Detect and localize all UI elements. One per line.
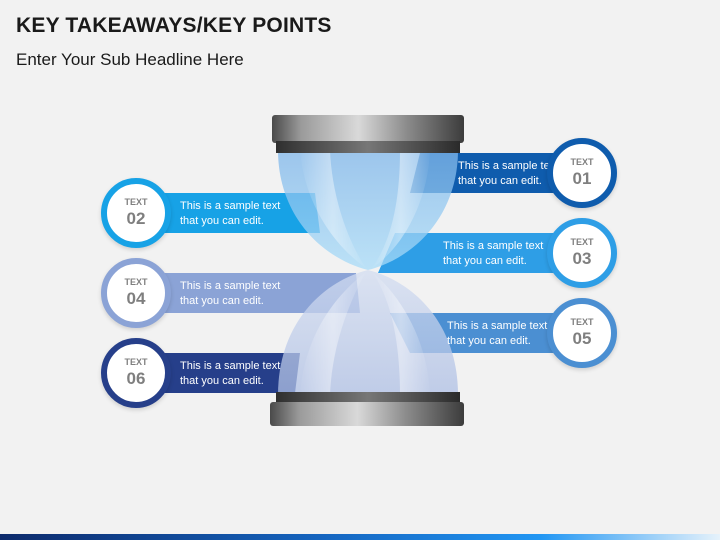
point-04-circle: TEXT 04 (101, 258, 171, 328)
point-01-text: This is a sample text that you can edit. (458, 159, 558, 189)
point-06-number: 06 (126, 369, 146, 388)
point-05-line1: This is a sample text (447, 320, 548, 332)
hourglass-bottom-cap (270, 392, 464, 426)
point-01-number: 01 (572, 169, 592, 188)
hourglass-top-cap (272, 115, 464, 153)
footer-accent-bar (0, 534, 720, 540)
band-04 (140, 273, 360, 313)
point-02-line1: This is a sample text (180, 200, 281, 212)
point-06-text: This is a sample text that you can edit. (180, 359, 280, 389)
point-04-text: This is a sample text that you can edit. (180, 279, 280, 309)
band-03 (378, 233, 565, 273)
point-02-text: This is a sample text that you can edit. (180, 199, 280, 229)
point-05-number: 05 (572, 329, 592, 348)
band-02 (140, 193, 320, 233)
point-05-line2: that you can edit. (447, 335, 531, 347)
band-06 (140, 353, 300, 393)
point-06-line1: This is a sample text (180, 360, 281, 372)
point-05-text: This is a sample text that you can edit. (447, 319, 547, 349)
point-03-label: TEXT (570, 237, 594, 247)
point-03-text: This is a sample text that you can edit. (443, 239, 543, 269)
point-04-number: 04 (126, 289, 146, 308)
point-03-circle: TEXT 03 (547, 218, 617, 288)
point-03-line1: This is a sample text (443, 240, 544, 252)
page-title: KEY TAKEAWAYS/KEY POINTS (16, 14, 332, 37)
point-06-line2: that you can edit. (180, 375, 264, 387)
point-04-line2: that you can edit. (180, 295, 264, 307)
point-04-label: TEXT (124, 277, 148, 287)
point-05-label: TEXT (570, 317, 594, 327)
point-06-label: TEXT (124, 357, 148, 367)
point-02-number: 02 (126, 209, 146, 228)
point-02-circle: TEXT 02 (101, 178, 171, 248)
glass-stripes (300, 150, 430, 395)
point-03-line2: that you can edit. (443, 255, 527, 267)
point-03-number: 03 (572, 249, 592, 268)
point-01-line1: This is a sample text (458, 160, 559, 172)
point-02-label: TEXT (124, 197, 148, 207)
point-01-line2: that you can edit. (458, 175, 542, 187)
point-05-circle: TEXT 05 (547, 298, 617, 368)
point-01-label: TEXT (570, 157, 594, 167)
point-04-line1: This is a sample text (180, 280, 281, 292)
page-subtitle: Enter Your Sub Headline Here (16, 50, 244, 69)
point-02-line2: that you can edit. (180, 215, 264, 227)
point-06-circle: TEXT 06 (101, 338, 171, 408)
point-01-circle: TEXT 01 (547, 138, 617, 208)
